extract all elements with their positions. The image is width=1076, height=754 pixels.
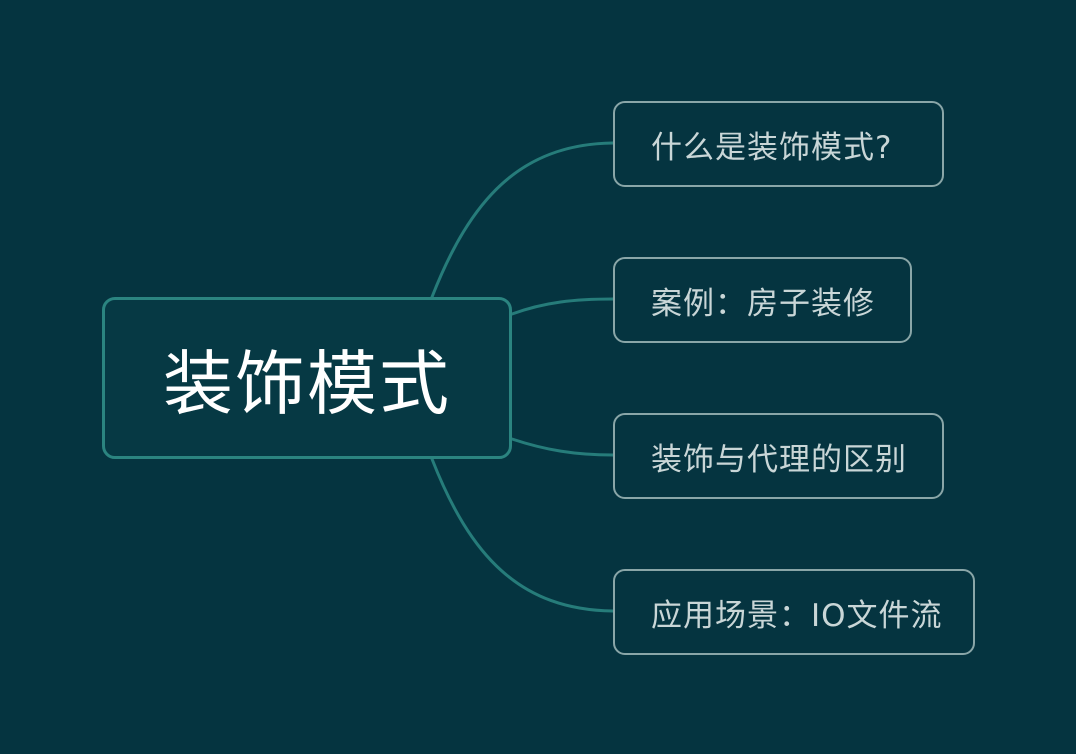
connector-root-to-branch-2 (510, 297, 615, 316)
connector-root-to-branch-1 (430, 141, 615, 299)
branch-node-use-case-io-streams[interactable]: 应用场景：IO文件流 (613, 569, 975, 655)
branch-node-case-house-renovation[interactable]: 案例：房子装修 (613, 257, 912, 343)
branch-label: 装饰与代理的区别 (651, 441, 907, 478)
root-topic-label: 装饰模式 (163, 342, 451, 425)
connector-root-to-branch-3 (510, 437, 615, 457)
branch-label: 应用场景：IO文件流 (651, 597, 943, 634)
branch-node-what-is-decorator[interactable]: 什么是装饰模式? (613, 101, 944, 187)
connector-root-to-branch-4 (430, 457, 615, 613)
branch-label: 案例：房子装修 (651, 285, 875, 322)
branch-label: 什么是装饰模式? (651, 129, 893, 166)
branch-node-decorator-vs-proxy[interactable]: 装饰与代理的区别 (613, 413, 944, 499)
root-topic-node[interactable]: 装饰模式 (102, 297, 512, 459)
